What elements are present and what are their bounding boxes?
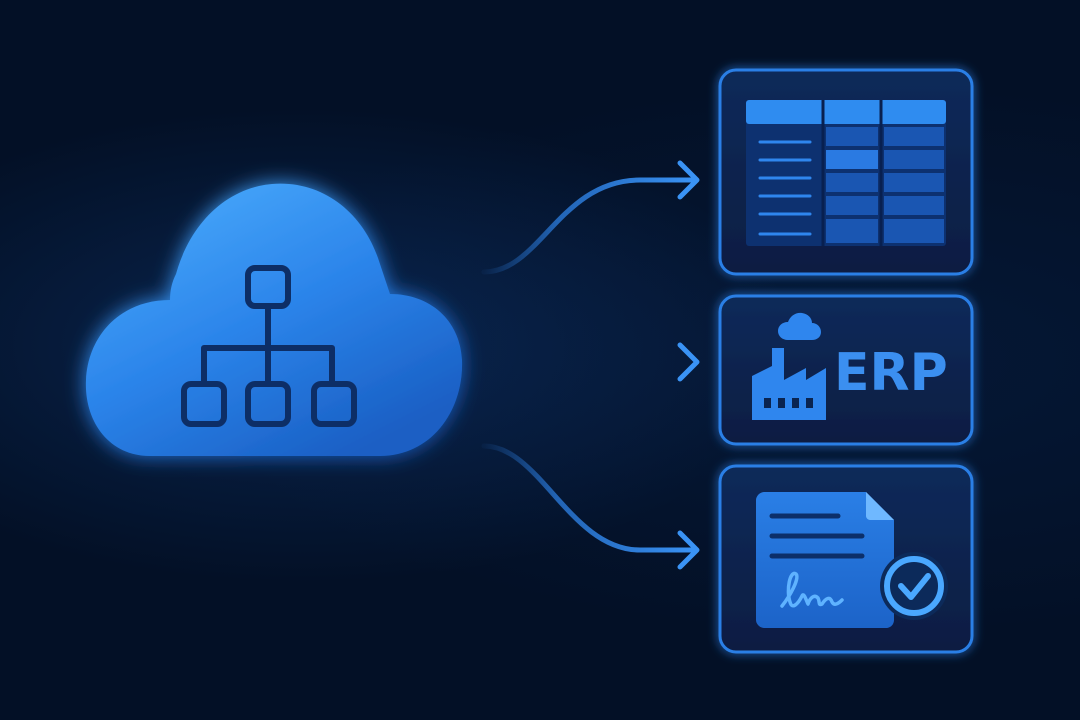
hierarchy-org-chart-icon <box>181 265 357 427</box>
erp-card: ERP <box>718 294 974 446</box>
arrowhead-erp <box>677 342 700 382</box>
arrowhead-document <box>677 530 700 570</box>
spreadsheet-card <box>718 68 974 276</box>
cloud-shape <box>85 183 463 457</box>
signature-mark <box>780 571 844 608</box>
connector-to-spreadsheet <box>481 177 697 275</box>
spreadsheet-table-icon <box>746 100 946 246</box>
erp-label: ERP <box>834 343 948 403</box>
signed-document-check-icon <box>756 492 948 628</box>
signed-document-card <box>718 464 974 654</box>
arrowhead-spreadsheet <box>677 160 700 200</box>
factory-icon <box>752 312 826 420</box>
connectors <box>481 160 700 570</box>
connector-to-document <box>481 443 697 553</box>
cloud-source <box>85 183 463 457</box>
